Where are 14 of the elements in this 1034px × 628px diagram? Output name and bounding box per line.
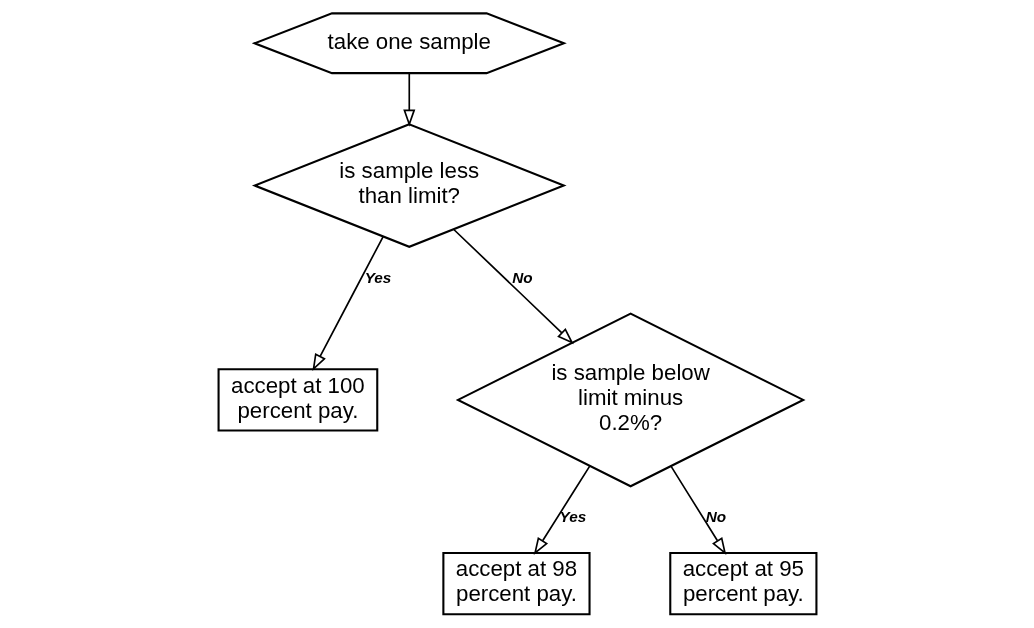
edge-label: Yes	[559, 508, 586, 526]
node-box: accept at 95 percent pay.	[668, 552, 817, 616]
arrow	[311, 235, 384, 372]
edge-label: Yes	[364, 268, 391, 286]
arrow	[402, 72, 415, 127]
node-diamond: is sample less than limit?	[251, 123, 567, 248]
node-diamond: is sample below limit minus 0.2%?	[455, 312, 806, 488]
edge-label: No	[511, 268, 533, 286]
node-box: accept at 100 percent pay.	[217, 368, 378, 432]
arrow	[533, 465, 591, 555]
arrow	[669, 465, 726, 555]
arrow	[452, 228, 574, 345]
edge-label: No	[705, 508, 726, 526]
node-box: accept at 98 percent pay.	[441, 552, 591, 616]
